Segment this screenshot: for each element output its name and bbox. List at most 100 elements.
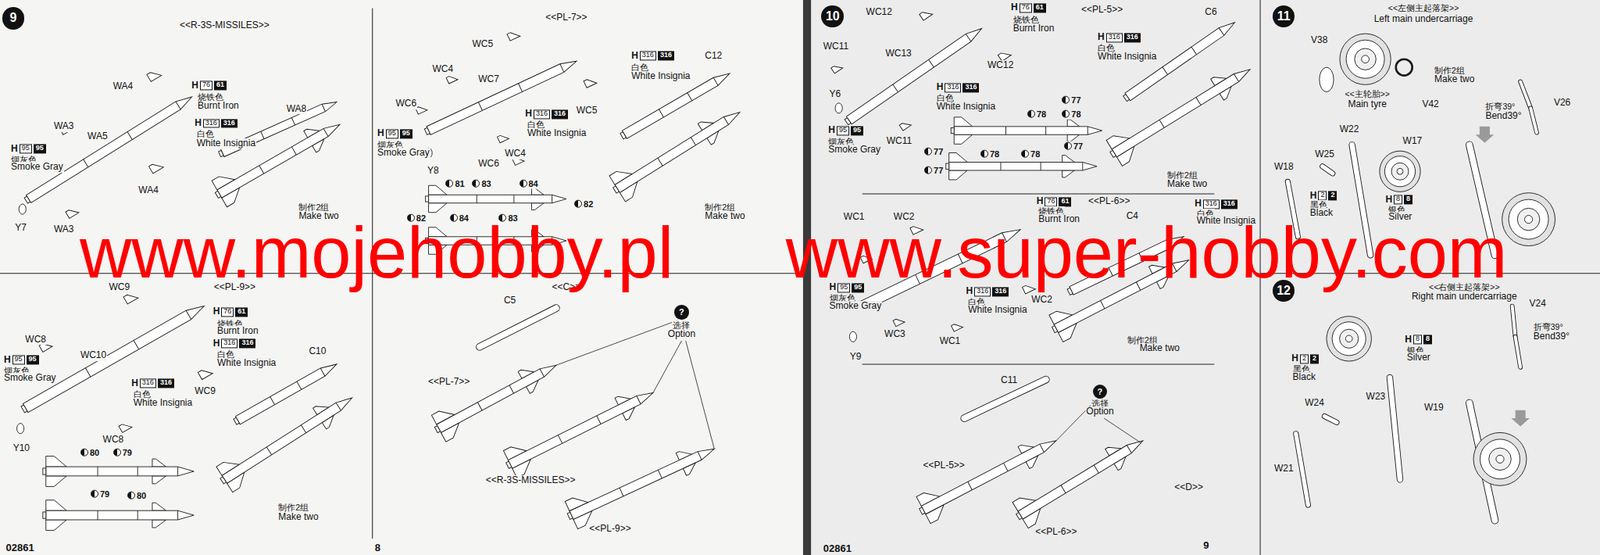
small-part (1324, 416, 1337, 423)
part-label: WC13 (884, 48, 912, 60)
decal-number: 82 (406, 213, 427, 224)
fin-part (146, 67, 162, 82)
body-band (177, 466, 179, 476)
paint-code: 95 (26, 355, 40, 365)
part-label: W23 (1365, 391, 1387, 403)
paint-code: H (631, 50, 639, 61)
tail-fin (949, 153, 968, 163)
decal-number: 77 (1063, 140, 1084, 151)
decal-number: 78 (979, 149, 1000, 160)
part-label: Smoke Gray (827, 144, 882, 156)
fin-part (118, 420, 133, 433)
paint-code: H (1385, 194, 1393, 205)
nozzle (1067, 287, 1073, 295)
missile-drawing (500, 378, 661, 479)
fin-part (149, 160, 165, 174)
body-band (1087, 126, 1089, 135)
paint-chip: H88 (1403, 334, 1433, 345)
paint-code: H (828, 125, 836, 136)
wheel (1361, 55, 1370, 64)
decal-number: 77 (1060, 95, 1082, 106)
part-label: WC8 (24, 334, 47, 346)
bent-part (1520, 81, 1531, 108)
missile-drawing (914, 427, 1064, 525)
body-band (185, 310, 191, 319)
part-label: V24 (1528, 298, 1547, 310)
fin-part (899, 119, 911, 131)
paint-code: 95 (836, 125, 850, 136)
wheel (1339, 328, 1359, 348)
decal-number: 81 (444, 178, 465, 190)
paint-chip: H9595 (827, 125, 865, 136)
watermark: www.mojehobby.pl (79, 224, 674, 283)
body-band (723, 116, 729, 125)
paint-code: 316 (962, 82, 979, 93)
fin-part (65, 206, 79, 218)
decal-number: 78 (1026, 109, 1047, 120)
nozzle (24, 196, 31, 204)
nozzle (1110, 150, 1117, 158)
paint-chip: H7661 (1035, 196, 1073, 208)
section-header: <<PL-9>> (213, 282, 257, 293)
paint-chip: H316316 (524, 109, 569, 120)
body-band (965, 33, 972, 42)
nozzle (919, 507, 925, 515)
part-label: White Insignia (630, 71, 691, 83)
part-label: WC6 (477, 158, 500, 170)
part-label: White Insignia (216, 357, 277, 369)
body-band (296, 381, 302, 390)
body-band (1196, 96, 1201, 105)
fin-part (951, 321, 964, 332)
page-number: 9 (1202, 539, 1210, 552)
part-label: Y8 (426, 165, 440, 177)
missile-drawing (424, 57, 579, 136)
decal-number: 80 (79, 447, 100, 458)
divider (862, 192, 1215, 194)
paint-code: 316 (533, 109, 550, 119)
missile-body (221, 393, 355, 483)
missile-body (25, 92, 194, 203)
part-label: Y6 (828, 89, 843, 100)
body-band (260, 131, 265, 140)
chinese-note: 折弯39° (1484, 101, 1516, 111)
paint-code: H (191, 80, 199, 91)
missile-body (953, 126, 1102, 135)
wheel (1524, 215, 1533, 224)
paint-code: 76 (221, 307, 234, 317)
strut-part (1296, 433, 1309, 505)
part-label: WC11 (885, 136, 913, 148)
part-label: Y7 (14, 222, 28, 234)
node-text: ? (678, 307, 685, 317)
part-label: Black (1292, 371, 1317, 383)
part-label: Bend39° (1484, 110, 1522, 122)
chinese-note: <<主轮胎>> (1343, 89, 1391, 99)
part-label: WA8 (285, 103, 308, 115)
part-label: W22 (1339, 124, 1361, 136)
step-number: 10 (821, 5, 844, 29)
paint-chip: H9595 (10, 143, 47, 154)
nozzle-cap (18, 203, 26, 215)
body-band (291, 146, 297, 155)
paint-code: H (1010, 3, 1018, 14)
body-band (967, 481, 972, 490)
bent-part (1520, 81, 1531, 108)
bent-part (1512, 306, 1516, 337)
paint-code: 76 (200, 81, 213, 91)
wheel (1339, 33, 1391, 85)
part-label: Make two (1433, 74, 1475, 86)
part-label: V26 (1553, 97, 1572, 109)
nozzle (950, 127, 954, 133)
missile-body (949, 162, 1097, 171)
body-band (127, 132, 133, 140)
wheel (1332, 321, 1366, 356)
decal-number: 77 (923, 165, 944, 176)
body-band (690, 137, 696, 146)
canard-fin (1067, 119, 1080, 127)
part-label: Y10 (12, 442, 31, 454)
tail-fin (46, 500, 67, 511)
part-label: Burnt Iron (1037, 214, 1081, 225)
nozzle-cap (835, 103, 843, 114)
section-header: <<PL-9>> (588, 523, 632, 535)
chinese-note: 折弯39° (1532, 321, 1565, 332)
